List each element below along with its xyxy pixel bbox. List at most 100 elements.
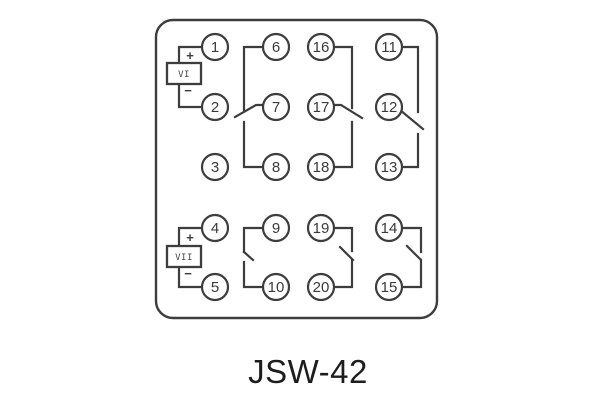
terminal-13: 13: [374, 152, 404, 182]
terminal-ring: [200, 32, 230, 62]
minus-sign-upper: −: [184, 83, 192, 98]
terminal-number: 14: [381, 220, 398, 237]
contact-group-14-15: [400, 226, 423, 289]
wire-source-lower-negative: [177, 265, 204, 289]
wire-8-lower: [242, 120, 265, 169]
terminal-ring: [374, 92, 404, 122]
terminal-number: 18: [313, 159, 330, 176]
terminal-number: 10: [268, 279, 285, 296]
terminal-18: 18: [306, 152, 336, 182]
terminal-ring: [374, 152, 404, 182]
terminal-number: 6: [272, 39, 280, 56]
terminal-20: 20: [306, 272, 336, 302]
model-title: JSW-42: [248, 353, 368, 390]
wire-19-upper: [332, 226, 354, 253]
contact-arm-7: [233, 103, 265, 119]
terminal-number: 8: [272, 159, 280, 176]
relay-case-outline: [154, 18, 439, 320]
source-box-v1: [165, 61, 203, 86]
wire-source-upper-positive: [177, 45, 204, 65]
terminal-12: 12: [374, 92, 404, 122]
contact-arm-19-20: [338, 245, 355, 262]
source-label-v1: VI: [178, 70, 190, 80]
terminal-ring: [261, 272, 291, 302]
terminal-number: 15: [381, 279, 398, 296]
contact-arm-12: [398, 108, 425, 131]
wire-source-lower-positive: [177, 226, 204, 248]
terminal-11: 11: [374, 32, 404, 62]
lower-source-circuit: VII + −: [165, 226, 204, 289]
terminal-17: 17: [306, 92, 336, 122]
source-label-v2: VII: [175, 253, 193, 263]
terminal-number: 2: [211, 99, 219, 116]
wire-14-upper: [400, 226, 423, 254]
terminal-ring: [261, 213, 291, 243]
terminal-6: 6: [261, 32, 291, 62]
terminal-ring: [374, 32, 404, 62]
terminal-ring: [374, 213, 404, 243]
wire-16-upper: [332, 45, 354, 110]
terminal-ring: [200, 152, 230, 182]
wire-6-upper: [242, 45, 265, 112]
wire-10-lower: [242, 260, 265, 289]
terminal-9: 9: [261, 213, 291, 243]
contact-arm-14-15: [405, 244, 422, 261]
contact-group-19-20: [332, 226, 355, 289]
wire-source-upper-negative: [177, 82, 204, 109]
terminal-ring: [306, 92, 336, 122]
plus-sign-upper: +: [186, 48, 194, 63]
plus-sign-lower: +: [186, 230, 194, 245]
terminal-number: 17: [313, 99, 330, 116]
contact-group-16-17-18: [332, 45, 364, 169]
terminal-ring: [200, 272, 230, 302]
terminal-14: 14: [374, 213, 404, 243]
terminal-number: 7: [272, 99, 280, 116]
contact-arm-17: [332, 103, 364, 120]
contact-group-11-12-13: [398, 45, 425, 169]
terminal-15: 15: [374, 272, 404, 302]
terminal-5: 5: [200, 272, 230, 302]
wire-13-lower: [400, 132, 420, 169]
terminal-ring: [374, 272, 404, 302]
terminal-number: 3: [211, 159, 219, 176]
minus-sign-lower: −: [184, 266, 192, 281]
terminal-number: 20: [313, 279, 330, 296]
wire-15-lower: [400, 258, 423, 289]
upper-source-circuit: VI + −: [165, 45, 204, 109]
terminal-ring: [200, 213, 230, 243]
terminal-7: 7: [261, 92, 291, 122]
terminal-8: 8: [261, 152, 291, 182]
terminal-ring: [200, 92, 230, 122]
terminal-4: 4: [200, 213, 230, 243]
contact-group-6-7-8: [233, 45, 265, 169]
wire-9-upper: [242, 226, 265, 254]
terminal-number: 9: [272, 220, 280, 237]
terminal-10: 10: [261, 272, 291, 302]
contact-group-9-10: [242, 226, 265, 289]
terminal-ring: [306, 152, 336, 182]
terminal-ring: [306, 213, 336, 243]
terminal-2: 2: [200, 92, 230, 122]
terminal-number: 5: [211, 279, 219, 296]
terminal-ring: [261, 152, 291, 182]
terminal-number: 13: [381, 159, 398, 176]
terminal-ring: [261, 92, 291, 122]
terminal-number: 16: [313, 39, 330, 56]
wire-11-upper: [400, 45, 420, 114]
terminal-number: 12: [381, 99, 398, 116]
terminal-1: 1: [200, 32, 230, 62]
contact-arm-9-10: [242, 250, 255, 262]
wire-20-lower: [332, 258, 354, 289]
terminal-3: 3: [200, 152, 230, 182]
wire-18-lower: [332, 120, 354, 169]
terminal-ring: [306, 32, 336, 62]
terminal-number: 1: [211, 39, 219, 56]
terminal-number: 19: [313, 220, 330, 237]
terminal-19: 19: [306, 213, 336, 243]
source-box-v2: [165, 244, 203, 269]
terminal-number: 4: [211, 220, 219, 237]
terminal-number: 11: [381, 39, 397, 56]
terminal-ring: [261, 32, 291, 62]
